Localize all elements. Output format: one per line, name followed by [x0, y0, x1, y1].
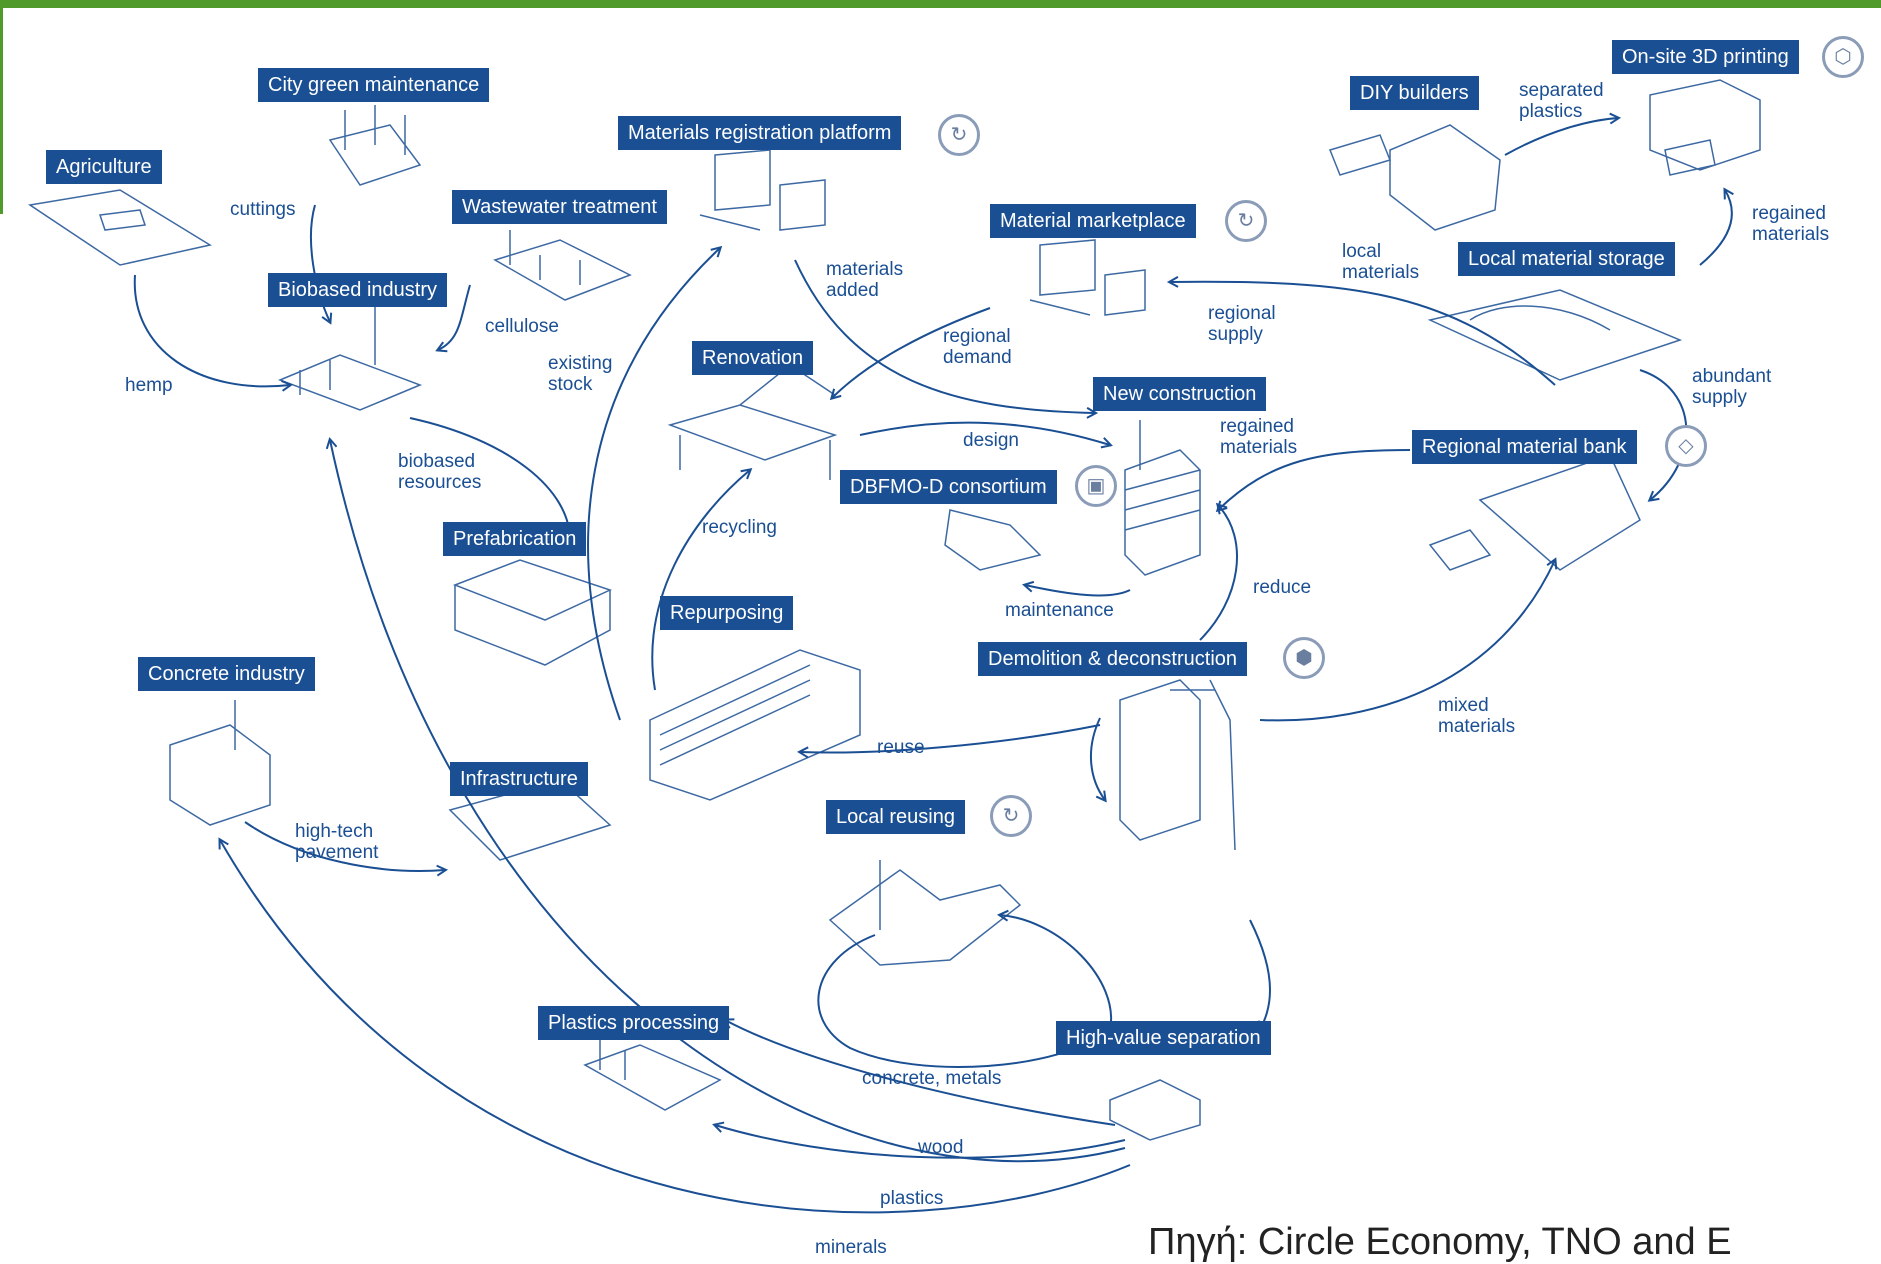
box-prefabrication: Prefabrication	[443, 522, 587, 556]
arrow-separation-loop	[1249, 919, 1271, 1030]
arrow-regained-mid	[1218, 449, 1411, 510]
label-recycling: recycling	[702, 517, 777, 538]
label-regional-supply: regional supply	[1208, 303, 1276, 345]
label-cuttings: cuttings	[230, 199, 296, 220]
label-materials-added: materials added	[826, 259, 904, 301]
plastics-processing-illustration	[583, 1040, 722, 1111]
box-on-site-3d-printing: On-site 3D printing	[1612, 40, 1799, 74]
label-plastics: plastics	[880, 1188, 944, 1209]
city-green-illustration	[328, 105, 422, 186]
box-agriculture: Agriculture	[46, 150, 162, 184]
label-mixed-materials: mixed materials	[1438, 695, 1516, 737]
arrow-biobased-resources	[409, 417, 570, 540]
box-renovation: Renovation	[692, 341, 814, 375]
box-concrete-industry: Concrete industry	[138, 657, 315, 691]
arrow-separated-plastics	[1504, 118, 1618, 156]
label-regional-demand: regional demand	[943, 326, 1012, 368]
box-regional-material-bank: Regional material bank	[1412, 430, 1637, 464]
arrow-plastics	[715, 1125, 1126, 1159]
arrow-cellulose	[438, 284, 471, 350]
demolition-illustration	[1119, 679, 1236, 851]
arrow-regional-demand	[832, 307, 991, 398]
arrow-materials-added	[794, 259, 1095, 413]
label-concrete-metals: concrete, metals	[862, 1068, 1002, 1089]
local-reusing-illustration	[828, 860, 1022, 966]
box-diy-builders: DIY builders	[1350, 76, 1479, 110]
computer-illustration-1	[699, 149, 826, 231]
label-cellulose: cellulose	[485, 316, 559, 337]
printing-illustration	[1649, 79, 1761, 176]
box-dbfmo-d-consortium: DBFMO-D consortium	[840, 470, 1057, 504]
biobased-industry-illustration	[277, 305, 423, 411]
box-local-material-storage: Local material storage	[1458, 242, 1675, 276]
renovation-illustration	[667, 364, 838, 480]
cube-icon: ⬢	[1283, 637, 1325, 679]
agriculture-illustration	[28, 189, 212, 266]
arrow-wood	[725, 1020, 1116, 1126]
box-material-marketplace: Material marketplace	[990, 204, 1196, 238]
label-reuse: reuse	[877, 737, 925, 758]
arrow-mixed-materials	[1259, 560, 1555, 722]
box-wastewater-treatment: Wastewater treatment	[452, 190, 667, 224]
box-city-green-maintenance: City green maintenance	[258, 68, 490, 102]
arrow-high-tech-pavement	[244, 821, 445, 871]
arrow-design	[859, 421, 1110, 445]
arrow-maintenance	[1025, 585, 1131, 597]
cube-icon: ⬡	[1822, 36, 1864, 78]
prefabrication-illustration	[452, 559, 613, 666]
label-minerals: minerals	[815, 1237, 887, 1258]
arrow-reuse	[800, 724, 1101, 753]
arrow-reduce	[1199, 505, 1238, 641]
label-maintenance: maintenance	[1005, 600, 1114, 621]
arrow-existing-stock	[587, 248, 720, 721]
label-reduce: reduce	[1253, 577, 1312, 598]
box-high-value-separation: High-value separation	[1056, 1021, 1271, 1055]
label-local-materials: local materials	[1342, 241, 1420, 283]
label-abundant-supply: abundant supply	[1692, 366, 1772, 408]
box-biobased-industry: Biobased industry	[268, 273, 447, 307]
separation-illustration	[1109, 1079, 1201, 1141]
source-caption: Πηγή: Circle Economy, TNO and E	[1148, 1221, 1732, 1263]
cycle-icon: ↻	[938, 114, 980, 156]
diy-illustration	[1328, 124, 1501, 231]
label-hemp: hemp	[125, 375, 173, 396]
dbfmo-illustration	[944, 509, 1042, 571]
cycle-icon: ↻	[1225, 200, 1267, 242]
arrow-hemp	[133, 274, 290, 386]
repurposing-illustration	[649, 649, 861, 801]
label-biobased-resources: biobased resources	[398, 451, 482, 493]
left-accent-bar	[0, 8, 3, 214]
arrow-recycling	[651, 470, 750, 691]
box-repurposing: Repurposing	[660, 596, 794, 630]
cycle-icon: ↻	[990, 795, 1032, 837]
label-separated-plastics: separated plastics	[1519, 80, 1604, 122]
label-existing-stock: existing stock	[548, 353, 613, 395]
wastewater-illustration	[493, 230, 632, 301]
material-bank-illustration	[1428, 454, 1641, 571]
label-design: design	[963, 430, 1019, 451]
box-demolition-deconstruction: Demolition & deconstruction	[978, 642, 1248, 676]
label-wood: wood	[918, 1137, 964, 1158]
new-construction-illustration	[1124, 420, 1201, 576]
concrete-industry-illustration	[169, 700, 271, 826]
arrow-minerals	[220, 840, 1131, 1214]
arrow-cuttings	[310, 204, 330, 322]
top-accent-bar	[0, 0, 1881, 8]
box-plastics-processing: Plastics processing	[538, 1006, 730, 1040]
label-regained-materials-top: regained materials	[1752, 203, 1830, 245]
tag-icon: ◇	[1665, 425, 1707, 467]
box-infrastructure: Infrastructure	[450, 762, 588, 796]
arrow-demolition-down	[1089, 717, 1105, 800]
label-high-tech-pavement: high-tech pavement	[295, 821, 379, 863]
storage-illustration	[1427, 289, 1683, 381]
arrow-regained-top	[1699, 190, 1732, 266]
box-local-reusing: Local reusing	[826, 800, 965, 834]
arrow-local-reusing-loop	[817, 915, 1113, 1069]
box-icon: ▣	[1075, 465, 1117, 507]
box-materials-registration-platform: Materials registration platform	[618, 116, 902, 150]
label-regained-materials-mid: regained materials	[1220, 416, 1298, 458]
box-new-construction: New construction	[1093, 377, 1267, 411]
computer-illustration-2	[1029, 239, 1146, 316]
arrow-regional-supply	[1170, 282, 1556, 386]
